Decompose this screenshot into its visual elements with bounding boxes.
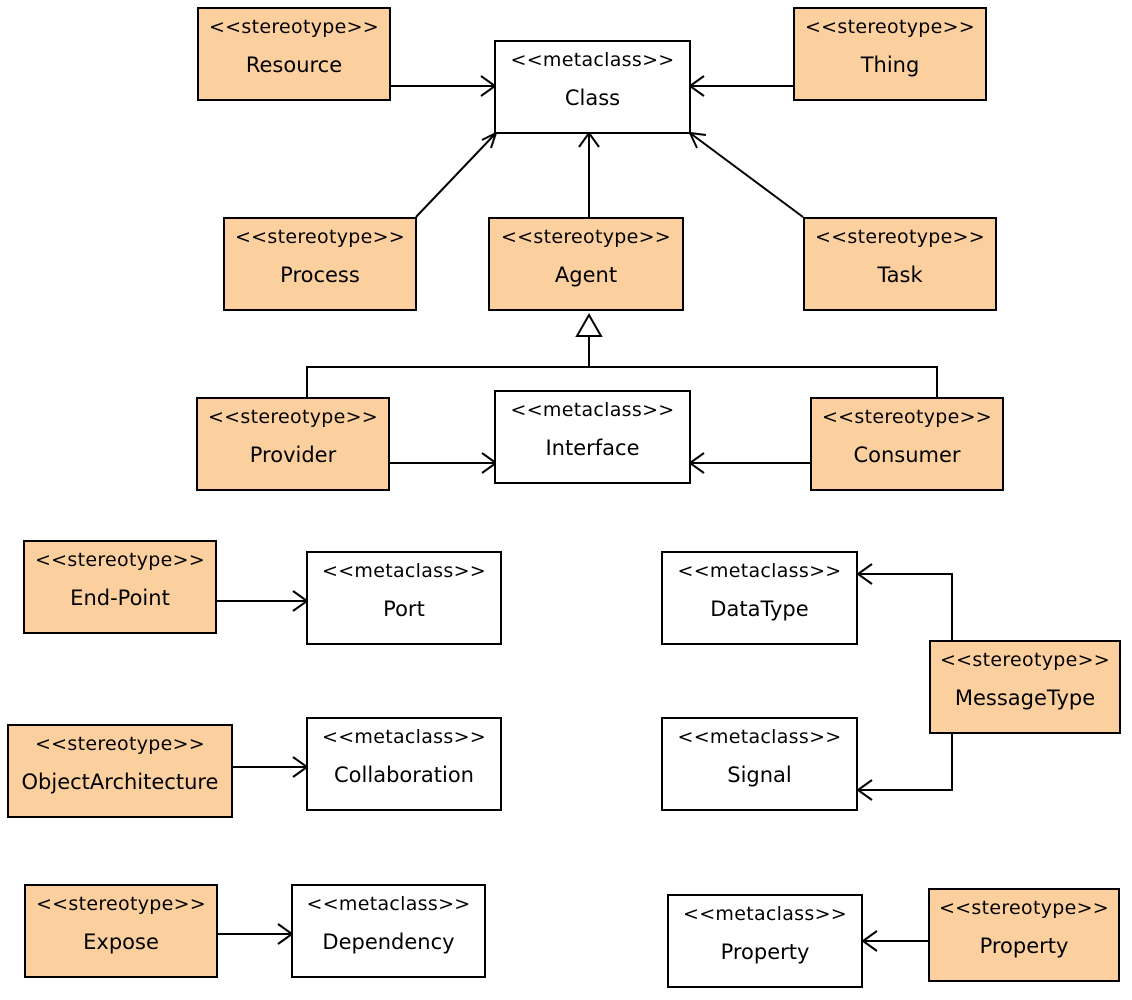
stereotype-end-point[interactable]: <<stereotype>> End-Point — [23, 540, 217, 634]
stereotype-process[interactable]: <<stereotype>> Process — [223, 217, 417, 311]
arrowhead-messagetype-signal — [856, 779, 873, 801]
edge-task-class — [689, 132, 804, 218]
node-name: ObjectArchitecture — [21, 770, 219, 794]
generalization-triangle — [575, 312, 603, 337]
arrowhead-property-property — [861, 930, 878, 952]
node-name: Port — [383, 597, 425, 621]
metaclass-property[interactable]: <<metaclass>> Property — [667, 894, 863, 988]
node-keyword: <<metaclass>> — [510, 399, 675, 421]
node-keyword: <<stereotype>> — [34, 733, 206, 755]
node-name: End-Point — [70, 586, 170, 610]
node-keyword: <<stereotype>> — [234, 226, 406, 248]
node-name: Thing — [860, 53, 920, 77]
node-name: Class — [564, 86, 621, 110]
node-name: Property — [979, 934, 1069, 958]
node-name: Consumer — [853, 443, 961, 467]
node-keyword: <<stereotype>> — [814, 226, 986, 248]
node-name: Provider — [249, 443, 337, 467]
stereotype-provider[interactable]: <<stereotype>> Provider — [196, 397, 390, 491]
stereotype-expose[interactable]: <<stereotype>> Expose — [24, 884, 218, 978]
node-name: Dependency — [322, 930, 455, 954]
stereotype-task[interactable]: <<stereotype>> Task — [803, 217, 997, 311]
metaclass-collaboration[interactable]: <<metaclass>> Collaboration — [306, 717, 502, 811]
node-keyword: <<metaclass>> — [321, 726, 487, 748]
node-keyword: <<metaclass>> — [321, 560, 487, 582]
node-name: Agent — [554, 263, 618, 287]
edge-generalization-tree — [306, 336, 938, 397]
edge-messagetype-signal — [858, 734, 953, 791]
node-keyword: <<metaclass>> — [682, 903, 848, 925]
node-name: Interface — [545, 436, 640, 460]
stereotype-property[interactable]: <<stereotype>> Property — [928, 888, 1120, 982]
node-keyword: <<stereotype>> — [821, 406, 993, 428]
metaclass-interface[interactable]: <<metaclass>> Interface — [494, 390, 691, 484]
node-keyword: <<stereotype>> — [804, 16, 976, 38]
node-name: Signal — [727, 763, 792, 787]
node-keyword: <<metaclass>> — [510, 49, 675, 71]
node-name: Resource — [245, 53, 343, 77]
node-name: Task — [877, 263, 923, 287]
node-name: Expose — [83, 930, 159, 954]
node-keyword: <<metaclass>> — [677, 726, 842, 748]
metaclass-datatype[interactable]: <<metaclass>> DataType — [661, 551, 858, 645]
stereotype-messagetype[interactable]: <<stereotype>> MessageType — [929, 640, 1121, 734]
node-name: Process — [280, 263, 360, 287]
node-keyword: <<metaclass>> — [677, 560, 842, 582]
stereotype-objectarchitecture[interactable]: <<stereotype>> ObjectArchitecture — [7, 724, 233, 818]
node-name: MessageType — [954, 686, 1096, 710]
stereotype-thing[interactable]: <<stereotype>> Thing — [793, 7, 987, 101]
stereotype-agent[interactable]: <<stereotype>> Agent — [488, 217, 684, 311]
node-keyword: <<stereotype>> — [939, 649, 1111, 671]
edge-messagetype-datatype — [858, 573, 953, 640]
node-name: DataType — [710, 597, 809, 621]
node-keyword: <<stereotype>> — [34, 549, 206, 571]
node-name: Property — [720, 940, 810, 964]
node-keyword: <<stereotype>> — [938, 897, 1110, 919]
node-keyword: <<stereotype>> — [35, 893, 207, 915]
node-name: Collaboration — [334, 763, 474, 787]
metaclass-signal[interactable]: <<metaclass>> Signal — [661, 717, 858, 811]
edge-process-class — [415, 132, 497, 218]
stereotype-resource[interactable]: <<stereotype>> Resource — [197, 7, 391, 101]
node-keyword: <<stereotype>> — [207, 406, 379, 428]
stereotype-consumer[interactable]: <<stereotype>> Consumer — [810, 397, 1004, 491]
arrowhead-messagetype-datatype — [856, 563, 873, 585]
node-keyword: <<stereotype>> — [208, 16, 380, 38]
node-keyword: <<stereotype>> — [500, 226, 672, 248]
metaclass-port[interactable]: <<metaclass>> Port — [306, 551, 502, 645]
metaclass-dependency[interactable]: <<metaclass>> Dependency — [291, 884, 486, 978]
node-keyword: <<metaclass>> — [306, 893, 471, 915]
metaclass-class[interactable]: <<metaclass>> Class — [494, 40, 691, 134]
